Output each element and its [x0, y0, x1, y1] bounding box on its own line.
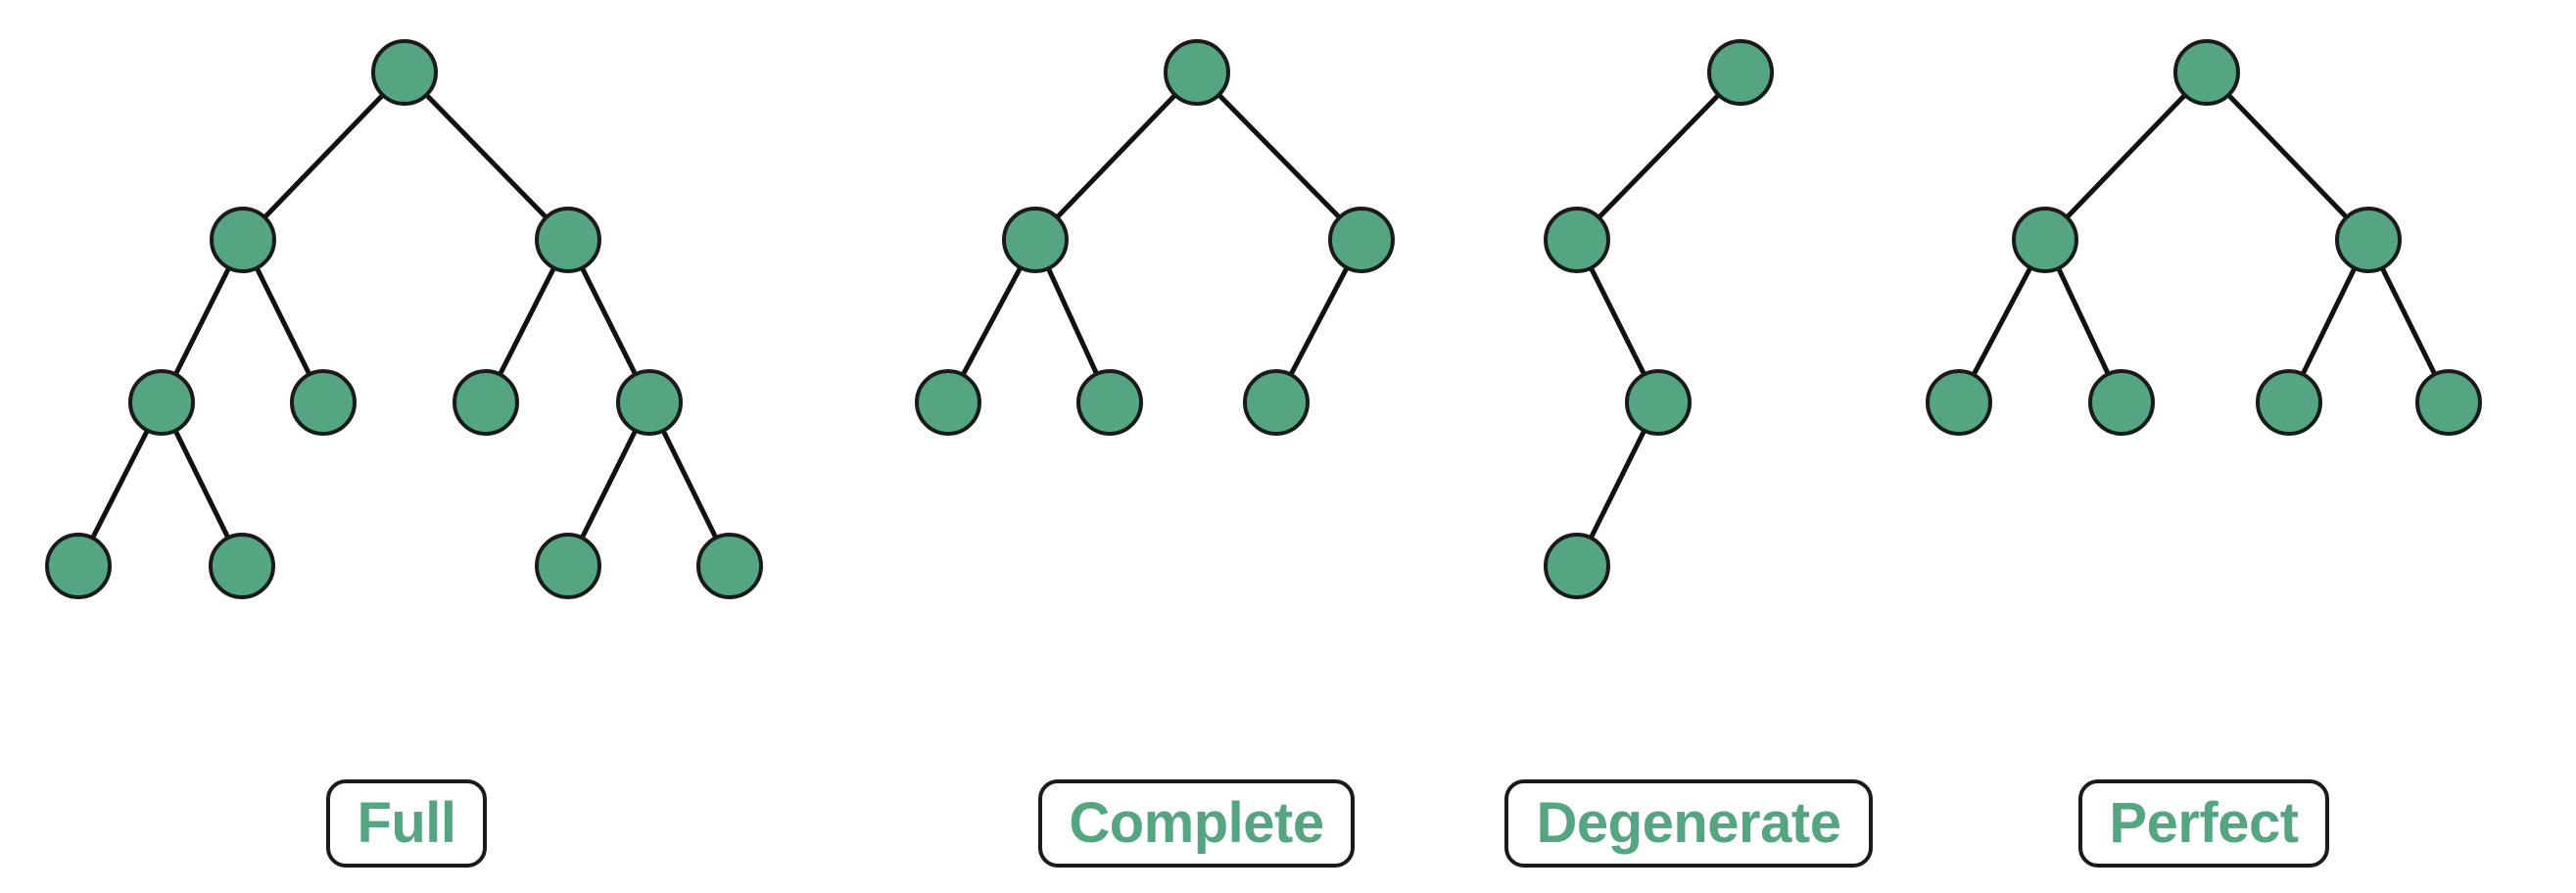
tree-node: [1707, 39, 1774, 106]
tree-edge: [171, 261, 233, 381]
tree-node: [2256, 369, 2322, 436]
tree-node: [1002, 207, 1069, 273]
tree-type-label-text: Perfect: [2109, 791, 2299, 855]
tree-node: [1076, 369, 1143, 436]
tree-node: [1544, 533, 1610, 599]
tree-edges-degenerate: [1586, 89, 1724, 544]
tree-edge: [496, 261, 558, 381]
tree-node: [1328, 207, 1395, 273]
tree-node: [453, 369, 519, 436]
tree-edge: [1969, 261, 2035, 381]
tree-edge: [421, 89, 551, 223]
tree-node: [915, 369, 981, 436]
tree-edge: [578, 261, 640, 381]
tree-panel-full: [45, 39, 763, 599]
tree-edge: [2222, 89, 2353, 223]
tree-edge: [658, 424, 721, 544]
tree-node: [371, 39, 438, 106]
tree-type-label-text: Degenerate: [1536, 791, 1841, 855]
tree-edge: [1587, 261, 1648, 381]
tree-node: [210, 207, 276, 273]
tree-edge: [88, 424, 152, 544]
tree-edge: [1586, 424, 1649, 544]
tree-type-label-text: Complete: [1069, 791, 1324, 855]
tree-edge: [2377, 261, 2440, 381]
tree-node: [209, 533, 275, 599]
tree-edge: [958, 261, 1026, 381]
tree-panel-complete: [915, 39, 1395, 436]
tree-node: [2088, 369, 2155, 436]
tree-edge: [170, 424, 233, 544]
tree-node: [2012, 207, 2078, 273]
tree-nodes-degenerate: [1544, 39, 1774, 599]
tree-node: [1544, 207, 1610, 273]
tree-node: [128, 369, 195, 436]
tree-node: [2415, 369, 2482, 436]
tree-edge: [2054, 261, 2113, 381]
tree-node: [1164, 39, 1230, 106]
tree-node: [2335, 207, 2402, 273]
tree-edge: [1594, 89, 1724, 223]
tree-node: [535, 207, 601, 273]
tree-nodes-full: [45, 39, 763, 599]
tree-type-label-perfect[interactable]: Perfect: [2078, 779, 2329, 868]
tree-edge: [2061, 89, 2191, 223]
tree-nodes-complete: [915, 39, 1395, 436]
tree-node: [1243, 369, 1310, 436]
tree-node: [290, 369, 357, 436]
tree-node: [2173, 39, 2240, 106]
tree-edges-full: [88, 89, 721, 544]
tree-edge: [1044, 261, 1101, 381]
tree-edge: [252, 261, 314, 381]
tree-node: [45, 533, 112, 599]
tree-edge: [1214, 89, 1345, 223]
tree-panel-perfect: [1926, 39, 2482, 436]
tree-nodes-perfect: [1926, 39, 2482, 436]
tree-node: [1625, 369, 1692, 436]
tree-node: [616, 369, 683, 436]
tree-edge: [1286, 261, 1352, 381]
tree-type-label-full[interactable]: Full: [326, 779, 487, 868]
tree-edge: [259, 89, 389, 223]
tree-node: [1926, 369, 1992, 436]
tree-edge: [2298, 261, 2360, 381]
tree-node: [535, 533, 601, 599]
tree-edges-perfect: [1969, 89, 2440, 381]
tree-node: [696, 533, 763, 599]
tree-edge: [1051, 89, 1181, 223]
tree-panel-degenerate: [1544, 39, 1774, 599]
tree-type-label-text: Full: [357, 791, 456, 855]
tree-edges-complete: [958, 89, 1352, 381]
tree-type-label-complete[interactable]: Complete: [1038, 779, 1355, 868]
tree-type-label-degenerate[interactable]: Degenerate: [1504, 779, 1873, 868]
tree-edge: [577, 424, 641, 544]
